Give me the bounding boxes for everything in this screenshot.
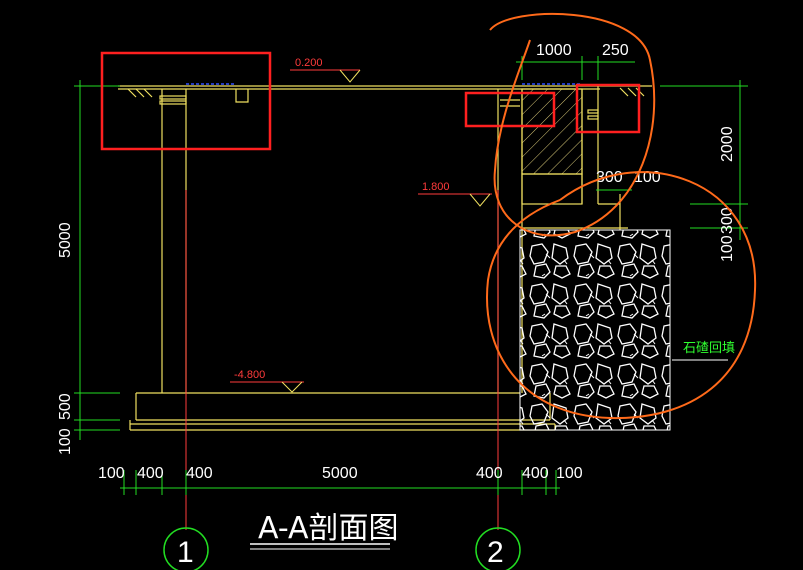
backfill-note: 石碴回填 (672, 341, 735, 361)
dim-top-2: 250 (602, 42, 629, 59)
dim-left-1: 5000 (57, 222, 74, 258)
markup-box-mid (464, 91, 556, 128)
dim-top-1: 1000 (536, 42, 572, 59)
elevation-top: 0.200 (295, 57, 323, 69)
elevation-mid: 1.800 (422, 181, 450, 193)
right-dimensions: 2000 300 100 (719, 126, 736, 262)
dim-right-1: 2000 (719, 126, 736, 162)
dim-bottom-4: 5000 (322, 465, 358, 482)
dim-bottom-3: 400 (186, 465, 213, 482)
dim-left-3: 100 (57, 428, 74, 455)
dim-bottom-2: 400 (137, 465, 164, 482)
elevation-bottom: -4.800 (234, 369, 265, 381)
dim-bottom-5: 400 (476, 465, 503, 482)
markup-circles (486, 12, 757, 420)
dim-right-3: 100 (719, 235, 736, 262)
elevation-marker-mid: 1.800 (418, 181, 492, 207)
markup-circle-bottom (486, 171, 757, 420)
elevation-marker-top: 0.200 (290, 57, 361, 83)
axis-bubble-2: 2 (475, 527, 521, 570)
axis-label-1: 1 (177, 536, 194, 569)
dim-bottom-6: 400 (522, 465, 549, 482)
section-title: A-A剖面图 (250, 511, 399, 550)
markup-box-right (575, 83, 641, 134)
dim-bottom-7: 100 (556, 465, 583, 482)
markup-circle-top (489, 12, 656, 237)
dim-right-2: 300 (719, 207, 736, 234)
dim-mid-1: 300 (596, 169, 623, 186)
markup-box-left (100, 51, 272, 151)
stone-backfill-hatch (519, 229, 671, 431)
dim-left-2: 500 (57, 393, 74, 420)
dim-bottom-1: 100 (98, 465, 125, 482)
left-dimensions: 5000 500 100 (57, 222, 74, 455)
top-dimensions: 1000 250 300 100 (536, 42, 661, 186)
backfill-label: 石碴回填 (683, 341, 735, 356)
bottom-dimensions: 100 400 400 5000 400 400 100 (98, 465, 583, 482)
drawing-title: A-A剖面图 (258, 511, 399, 546)
elevation-marker-bottom: -4.800 (230, 369, 304, 393)
dimension-lines (74, 56, 748, 495)
axis-bubble-1: 1 (163, 527, 209, 570)
axis-label-2: 2 (487, 536, 504, 569)
markup-boxes (100, 51, 641, 151)
